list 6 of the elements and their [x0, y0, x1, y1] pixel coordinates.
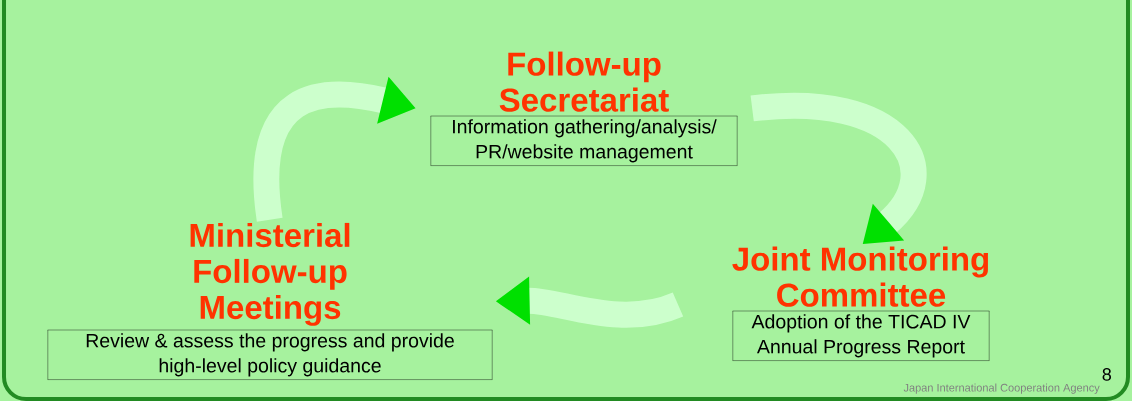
page-number: 8 — [1102, 368, 1111, 381]
process-box: Follow-up Secretariat Information gathering/analysis/ PR/website management — [430, 51, 738, 166]
process-box: Joint Monitoring Committee Adoption of the TICAD IV Annual Progress Report — [732, 246, 990, 361]
process-box: Ministerial Follow-up Meetings Review & assess the progress and provide high-level policy guidance — [47, 222, 493, 380]
footer-text: Japan International Cooperation Agency — [903, 383, 1100, 394]
cycle-arrow — [751, 92, 927, 244]
